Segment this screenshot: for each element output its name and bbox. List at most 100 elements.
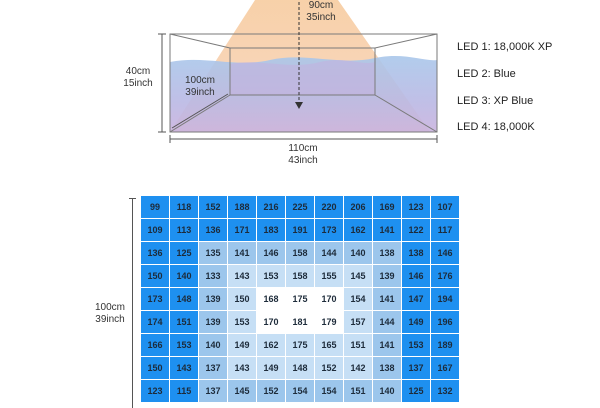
grid-cell: 122: [402, 219, 430, 241]
width-inch: 43inch: [288, 155, 318, 166]
grid-cell: 146: [257, 242, 285, 264]
grid-cell: 118: [170, 196, 198, 218]
grid-cell: 150: [141, 265, 169, 287]
grid-side-inch: 39inch: [95, 314, 125, 325]
grid-cell: 99: [141, 196, 169, 218]
grid-cell: 138: [373, 357, 401, 379]
grid-cell: 151: [344, 380, 372, 402]
grid-cell: 125: [402, 380, 430, 402]
grid-cell: 188: [228, 196, 256, 218]
height-inch: 15inch: [123, 78, 153, 89]
grid-cell: 206: [344, 196, 372, 218]
grid-cell: 138: [373, 242, 401, 264]
grid-cell: 142: [344, 357, 372, 379]
grid-cell: 123: [402, 196, 430, 218]
depth-cm: 100cm: [184, 75, 215, 86]
grid-cell: 117: [431, 219, 459, 241]
grid-cell: 123: [141, 380, 169, 402]
grid-cell: 189: [431, 334, 459, 356]
grid-cell: 216: [257, 196, 285, 218]
grid-cell: 153: [228, 311, 256, 333]
grid-cell: 149: [257, 357, 285, 379]
grid-cell: 143: [228, 357, 256, 379]
grid-cell: 141: [373, 288, 401, 310]
grid-cell: 141: [373, 334, 401, 356]
grid-cell: 140: [373, 380, 401, 402]
grid-cell: 220: [315, 196, 343, 218]
grid-cell: 143: [228, 265, 256, 287]
grid-cell: 144: [373, 311, 401, 333]
grid-cell: 148: [286, 357, 314, 379]
grid-cell: 143: [170, 357, 198, 379]
grid-cell: 171: [228, 219, 256, 241]
grid-cell: 165: [315, 334, 343, 356]
height-label: 40cm 15inch: [118, 66, 158, 90]
depth-label: 100cm 39inch: [178, 75, 222, 99]
grid-cell: 149: [228, 334, 256, 356]
grid-cell: 152: [315, 357, 343, 379]
grid-side-dimension-line: [132, 198, 133, 408]
grid-cell: 136: [199, 219, 227, 241]
grid-cell: 169: [373, 196, 401, 218]
grid-cell: 141: [373, 219, 401, 241]
grid-cell: 144: [315, 242, 343, 264]
grid-cell: 153: [257, 265, 285, 287]
led-3-label: LED 3: XP Blue: [457, 95, 534, 107]
tank-outline: [169, 33, 438, 133]
width-cm: 110cm: [288, 143, 318, 154]
grid-cell: 154: [286, 380, 314, 402]
grid-cell: 145: [228, 380, 256, 402]
grid-cell: 191: [286, 219, 314, 241]
grid-cell: 175: [286, 334, 314, 356]
grid-cell: 146: [431, 242, 459, 264]
grid-cell: 139: [199, 311, 227, 333]
depth-inch: 39inch: [185, 87, 215, 98]
grid-cell: 225: [286, 196, 314, 218]
grid-cell: 125: [170, 242, 198, 264]
arrow-head: [295, 102, 303, 109]
grid-cell: 154: [344, 288, 372, 310]
grid-cell: 151: [344, 334, 372, 356]
depth-dimension: [171, 93, 229, 129]
grid-cell: 155: [315, 265, 343, 287]
grid-cell: 137: [199, 380, 227, 402]
grid-cell: 157: [344, 311, 372, 333]
grid-cell: 107: [431, 196, 459, 218]
grid-side-cm: 100cm: [94, 302, 125, 313]
grid-cell: 149: [402, 311, 430, 333]
grid-cell: 173: [141, 288, 169, 310]
grid-cell: 150: [141, 357, 169, 379]
grid-cell: 115: [170, 380, 198, 402]
height-dimension: [158, 33, 166, 133]
grid-cell: 132: [431, 380, 459, 402]
grid-cell: 162: [257, 334, 285, 356]
grid-cell: 194: [431, 288, 459, 310]
grid-cell: 162: [344, 219, 372, 241]
grid-cell: 168: [257, 288, 285, 310]
grid-side-dimension-tick: [129, 198, 136, 199]
grid-cell: 150: [228, 288, 256, 310]
grid-cell: 152: [257, 380, 285, 402]
grid-cell: 181: [286, 311, 314, 333]
grid-cell: 133: [199, 265, 227, 287]
led-2-label: LED 2: Blue: [457, 68, 516, 80]
grid-cell: 158: [286, 242, 314, 264]
grid-cell: 179: [315, 311, 343, 333]
grid-cell: 141: [228, 242, 256, 264]
grid-cell: 113: [170, 219, 198, 241]
grid-cell: 139: [373, 265, 401, 287]
height-cm: 40cm: [125, 66, 151, 77]
grid-cell: 145: [344, 265, 372, 287]
grid-cell: 153: [402, 334, 430, 356]
grid-cell: 135: [199, 242, 227, 264]
grid-cell: 139: [199, 288, 227, 310]
grid-cell: 176: [431, 265, 459, 287]
grid-cell: 109: [141, 219, 169, 241]
grid-side-label: 100cm 39inch: [88, 302, 132, 326]
water-back: [230, 60, 375, 95]
tank-diagram: [158, 0, 438, 143]
grid-cell: 175: [286, 288, 314, 310]
grid-cell: 137: [402, 357, 430, 379]
grid-cell: 174: [141, 311, 169, 333]
grid-cell: 170: [257, 311, 285, 333]
